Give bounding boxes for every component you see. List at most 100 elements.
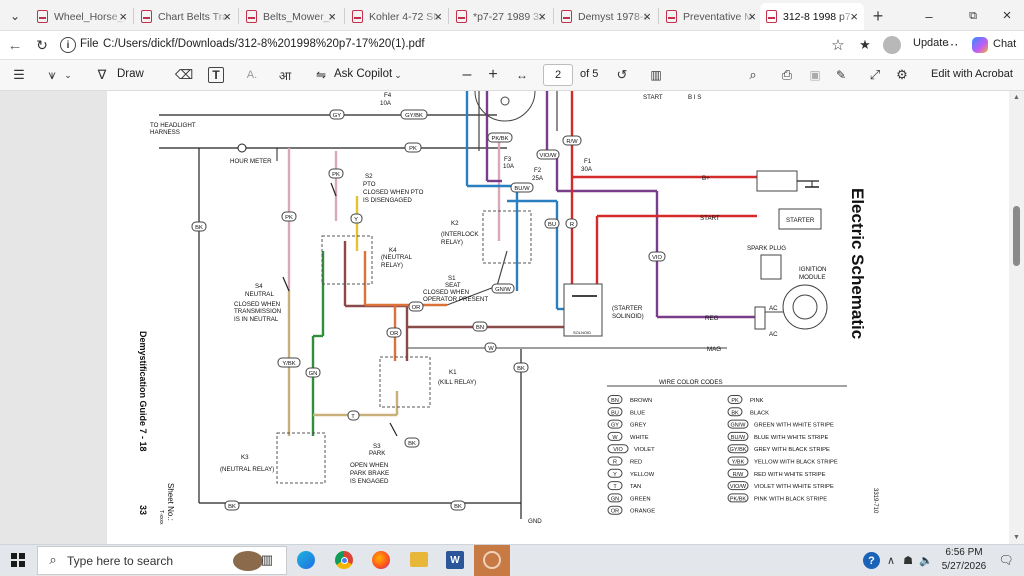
close-window-icon[interactable]: ×: [1002, 6, 1012, 24]
scroll-up-icon[interactable]: ▲: [1013, 93, 1020, 101]
profile-avatar-icon[interactable]: [883, 36, 901, 54]
tag-or-2: OR: [390, 331, 399, 337]
legend-code: OR: [611, 509, 619, 515]
draw-icon[interactable]: ∇: [97, 67, 107, 82]
highlight-dropdown-icon[interactable]: ⌄: [64, 69, 72, 80]
tab-2[interactable]: Chart Belts Trac×: [137, 3, 237, 30]
legend-code: VIO/W: [730, 484, 747, 490]
ask-copilot-button[interactable]: Ask Copilot: [334, 68, 393, 80]
s3-desc3-label: IS ENGAGED: [350, 478, 389, 485]
start-label: START: [700, 215, 720, 222]
close-icon[interactable]: ×: [328, 9, 336, 24]
close-icon[interactable]: ×: [434, 9, 442, 24]
close-icon[interactable]: ×: [850, 9, 858, 24]
save-as-icon[interactable]: ✎: [835, 68, 847, 82]
favorite-star-icon[interactable]: ☆: [831, 37, 845, 54]
search-icon[interactable]: ⌕: [749, 67, 757, 82]
legend-code: GN: [611, 496, 619, 502]
pdf-icon: [37, 10, 48, 23]
tab-6[interactable]: Demyst 1978-8×: [557, 3, 657, 30]
clock-date[interactable]: 5/27/2026: [941, 561, 987, 572]
active-app-tile[interactable]: [474, 545, 510, 576]
tab-actions-chevron-icon[interactable]: ⌄: [9, 9, 21, 23]
close-icon[interactable]: ×: [643, 9, 651, 24]
scrollbar-thumb[interactable]: [1013, 206, 1020, 266]
network-icon[interactable]: ☗: [903, 554, 913, 567]
copilot-prompt-icon[interactable]: ⇋: [315, 68, 327, 82]
fullscreen-icon[interactable]: ⤢: [869, 67, 881, 82]
draw-button[interactable]: Draw: [117, 68, 144, 80]
close-icon[interactable]: ×: [538, 9, 546, 24]
edit-with-acrobat-button[interactable]: Edit with Acrobat: [931, 68, 1013, 80]
print-icon[interactable]: ⎙: [781, 67, 793, 82]
vertical-scrollbar[interactable]: ▲ ▼: [1009, 91, 1024, 544]
close-icon[interactable]: ×: [223, 9, 231, 24]
text-box-icon[interactable]: T: [208, 67, 224, 83]
page-number-input[interactable]: 2: [543, 64, 573, 86]
translate-icon[interactable]: आ: [278, 68, 292, 83]
firefox-icon[interactable]: [372, 551, 390, 569]
copilot-icon[interactable]: [972, 37, 988, 53]
restore-icon[interactable]: ⧉: [969, 9, 977, 22]
page-view-icon[interactable]: ▥: [650, 68, 662, 82]
erase-icon[interactable]: ⌫: [174, 67, 194, 82]
tab-5[interactable]: *p7-27 1989 31×: [452, 3, 552, 30]
help-icon[interactable]: ?: [863, 552, 880, 569]
save-icon[interactable]: ▣: [809, 68, 821, 82]
doc-code: 3319-710: [872, 488, 878, 514]
contents-icon[interactable]: ☰: [13, 67, 25, 82]
legend-code-badge: [727, 493, 749, 503]
more-menu-icon[interactable]: ⋯: [945, 37, 959, 52]
taskbar-search-box[interactable]: ⌕ Type here to search: [37, 546, 287, 575]
legend-color-name: YELLOW: [630, 472, 655, 478]
zoom-out-icon[interactable]: –: [462, 66, 472, 83]
read-aloud-icon[interactable]: A.: [246, 69, 258, 81]
legend-code: GN/W: [731, 423, 747, 429]
close-icon[interactable]: ×: [119, 9, 127, 24]
tab-1[interactable]: Wheel_Horse_A×: [33, 3, 133, 30]
zoom-in-icon[interactable]: +: [488, 66, 498, 83]
back-arrow-icon[interactable]: ←: [7, 36, 23, 54]
close-icon[interactable]: ×: [748, 9, 756, 24]
chrome-icon[interactable]: [335, 551, 353, 569]
edge-browser-icon[interactable]: [297, 551, 315, 569]
tray-chevron-icon[interactable]: ∧: [886, 554, 896, 567]
k4-label: K4: [389, 247, 397, 254]
tab-3[interactable]: Belts_Mower_sp×: [242, 3, 342, 30]
sheet-number: 33: [138, 505, 148, 515]
copilot-dropdown-icon[interactable]: ⌄: [394, 69, 402, 80]
rotate-icon[interactable]: ↺: [616, 67, 628, 82]
scroll-down-icon[interactable]: ▼: [1013, 533, 1020, 541]
fit-page-icon[interactable]: ↔: [516, 68, 528, 82]
file-explorer-icon[interactable]: [410, 552, 428, 567]
tab-8-active[interactable]: 312-8 1998 p7-×: [760, 3, 864, 30]
tag-gn-w: GN/W: [495, 287, 511, 293]
legend-code: PK: [731, 398, 739, 404]
legend-code-badge: [727, 419, 749, 429]
address-input[interactable]: C:/Users/dickf/Downloads/312-8%201998%20…: [103, 38, 425, 50]
windows-start-icon[interactable]: [11, 553, 25, 567]
tag-vio-w: VIO/W: [539, 153, 557, 159]
new-tab-plus-icon[interactable]: +: [872, 5, 884, 26]
info-icon[interactable]: i: [60, 37, 76, 53]
task-view-icon[interactable]: ▥: [260, 552, 274, 567]
search-icon: ⌕: [49, 552, 57, 567]
highlight-icon[interactable]: ⩛: [48, 67, 56, 82]
clock-time[interactable]: 6:56 PM: [945, 547, 983, 558]
volume-icon[interactable]: 🔈: [919, 554, 933, 567]
minimize-icon[interactable]: –: [925, 8, 933, 24]
settings-gear-icon[interactable]: ⚙: [896, 67, 908, 82]
tab-4[interactable]: Kohler 4-72 SM×: [348, 3, 448, 30]
f1-amp-label: 30A: [581, 166, 593, 173]
legend-color-name: BLUE: [630, 410, 645, 416]
address-bar: ← ↻ i File C:/Users/dickf/Downloads/312-…: [0, 31, 1024, 60]
bis-top-label: B I S: [688, 94, 701, 101]
chat-button[interactable]: Chat: [993, 38, 1017, 50]
tab-7[interactable]: Preventative M×: [662, 3, 762, 30]
update-button[interactable]: Update: [913, 37, 949, 49]
word-icon[interactable]: W: [446, 551, 464, 569]
pdf-viewer[interactable]: TO HEADLIGHT HARNESS HOUR METER F4 10A F…: [0, 91, 1024, 544]
notifications-icon[interactable]: 🗨: [998, 553, 1014, 567]
favorites-icon[interactable]: ★: [859, 37, 871, 52]
refresh-icon[interactable]: ↻: [36, 36, 48, 53]
